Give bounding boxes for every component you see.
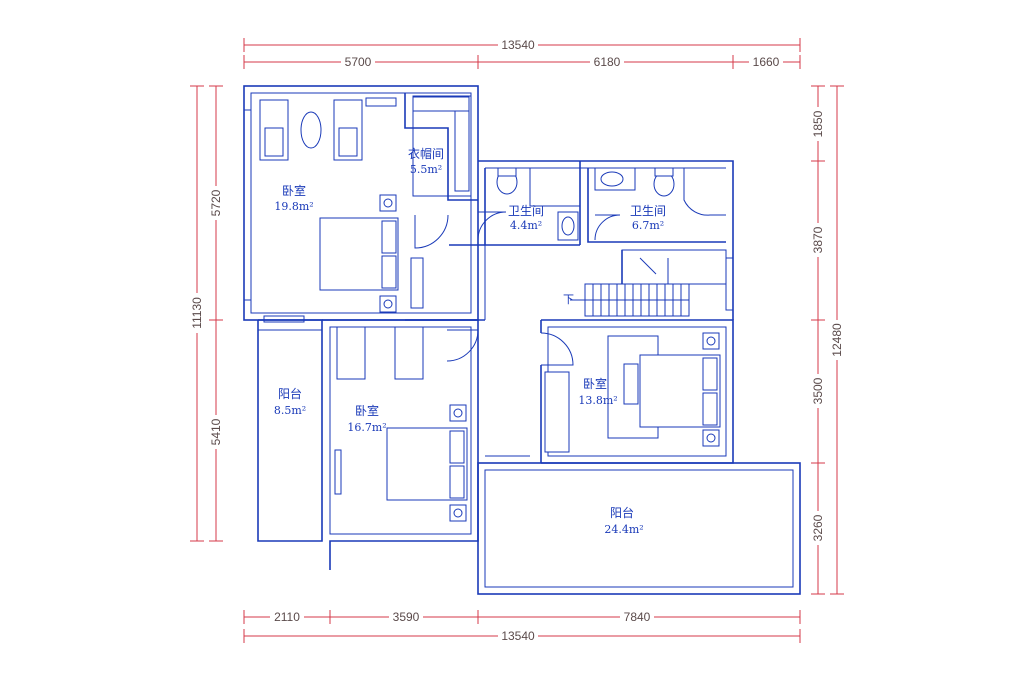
room-area-se-bedroom: 13.8m² (578, 394, 617, 407)
dim-bottom-total: 13540 (501, 629, 535, 643)
room-area-master-bedroom: 19.8m² (274, 200, 313, 213)
dim-right-seg-2: 3870 (811, 226, 825, 253)
doors (414, 211, 621, 366)
room-labels: 衣帽间 5.5m² 卧室 19.8m² 卫生间 4.4m² 卫生间 6.7m² … (274, 146, 666, 536)
room-area-small-balcony: 8.5m² (274, 404, 306, 417)
dim-right-total: 12480 (830, 323, 844, 357)
room-area-bath-2: 6.7m² (632, 219, 664, 232)
dimension-labels: 13540 5700 6180 1660 2110 3590 7840 1354… (190, 37, 844, 643)
room-name-bath-2: 卫生间 (630, 204, 666, 218)
wardrobe-3 (544, 371, 570, 453)
stair-down-label: 下 (563, 293, 574, 306)
dim-right-seg-1: 1850 (811, 110, 825, 137)
room-area-large-balcony: 24.4m² (604, 523, 643, 536)
dim-left-total: 11130 (190, 297, 204, 329)
coffee-table (300, 111, 322, 149)
dim-bottom-seg-3: 7840 (624, 610, 651, 624)
room-area-cloakroom: 5.5m² (410, 163, 442, 176)
stairs: 下 (563, 257, 690, 317)
room-area-bath-1: 4.4m² (510, 219, 542, 232)
room-name-large-balcony: 阳台 (610, 505, 634, 520)
furniture (259, 96, 726, 522)
dim-left-seg-2: 5410 (209, 418, 223, 445)
wardrobe-1 (336, 326, 366, 380)
room-name-bath-1: 卫生间 (508, 204, 544, 218)
dim-left-seg-1: 5720 (209, 189, 223, 216)
dim-right-seg-4: 3260 (811, 514, 825, 541)
room-name-cloakroom: 衣帽间 (408, 146, 444, 161)
room-name-small-balcony: 阳台 (278, 386, 302, 401)
dim-bottom-seg-1: 2110 (274, 610, 300, 624)
room-name-master-bedroom: 卧室 (282, 183, 306, 198)
room-area-sw-bedroom: 16.7m² (347, 421, 386, 434)
room-name-sw-bedroom: 卧室 (355, 403, 379, 418)
wardrobe-2 (394, 326, 424, 380)
dim-right-seg-3: 3500 (811, 377, 825, 404)
dim-top-total: 13540 (501, 38, 535, 52)
room-name-se-bedroom: 卧室 (583, 376, 607, 391)
dim-bottom-seg-2: 3590 (393, 610, 420, 624)
dim-top-seg-3: 1660 (753, 55, 780, 69)
dim-top-seg-2: 6180 (594, 55, 621, 69)
sink-2 (600, 171, 624, 187)
dim-top-seg-1: 5700 (345, 55, 372, 69)
